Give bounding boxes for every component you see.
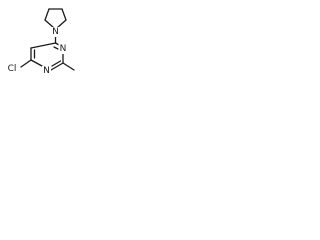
bond-c2-n1-inner xyxy=(51,60,62,67)
bond-c5-c4 xyxy=(30,42,57,49)
label-n-ring-bottom: N xyxy=(43,66,50,76)
molecule-structure: N N N Cl xyxy=(4,8,75,76)
label-n-ring-top: N xyxy=(60,44,67,54)
atom-n-ring-bottom: N xyxy=(42,66,51,76)
bond-pyrrolidine-5 xyxy=(56,19,67,29)
pyrimidine-ring xyxy=(20,34,75,71)
bond-c2-n1 xyxy=(50,62,64,71)
pyrrolidine-ring xyxy=(44,8,67,29)
bond-pyrrolidine-2 xyxy=(44,8,50,21)
bond-c6-cl xyxy=(20,59,32,68)
bond-c4-n3-inner xyxy=(53,46,59,50)
bond-pyrrolidine-4 xyxy=(61,8,67,21)
label-chlorine: Cl xyxy=(8,64,17,74)
atom-chlorine: Cl xyxy=(4,63,20,74)
atom-n-pyrrolidine: N xyxy=(51,27,60,37)
bond-n1-c6 xyxy=(30,59,43,67)
atom-n-ring-top: N xyxy=(58,44,68,54)
label-n-pyrrolidine: N xyxy=(52,27,59,37)
bond-pyrrolidine-1 xyxy=(44,19,55,29)
bond-c2-methyl xyxy=(62,62,75,71)
